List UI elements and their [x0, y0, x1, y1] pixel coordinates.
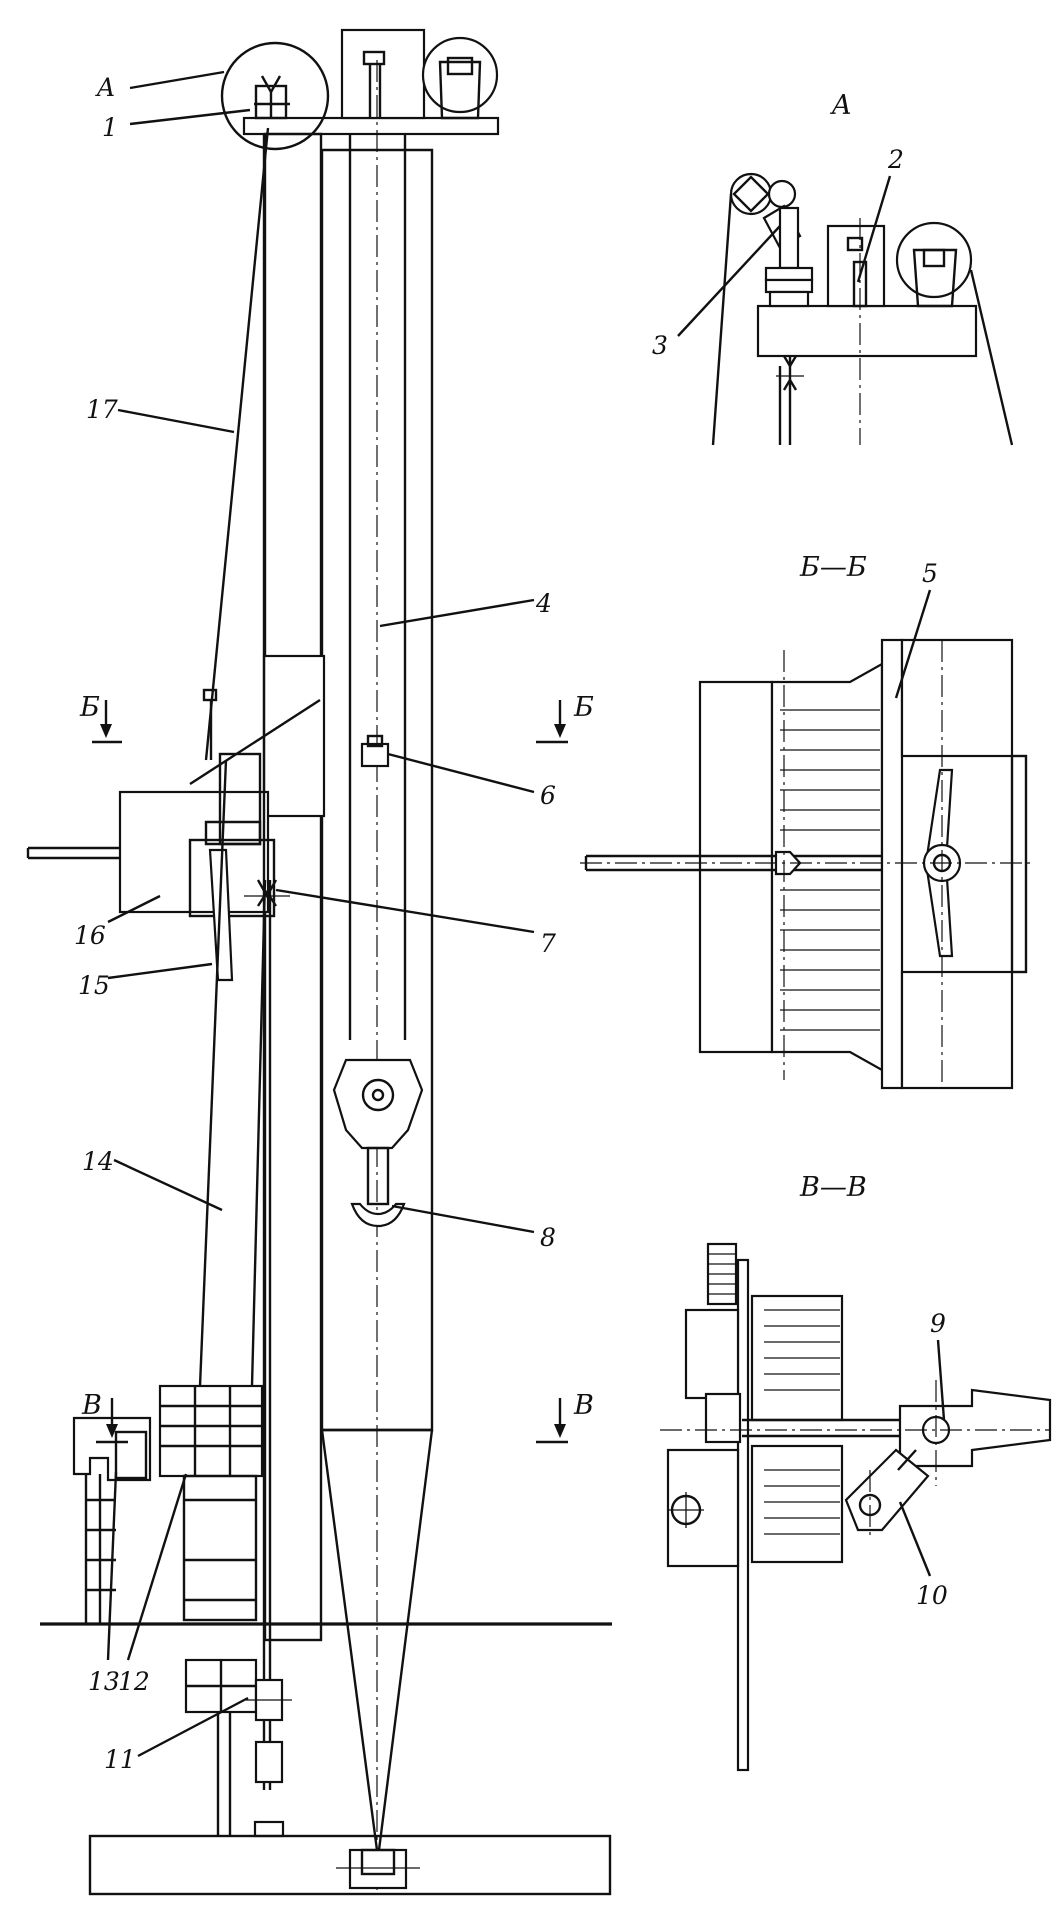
vv-link-10 [844, 1448, 930, 1532]
vv-mark-right: В [573, 1390, 594, 1421]
pile-base [348, 1848, 408, 1890]
label-12: 12 [118, 1667, 150, 1696]
bb-mark-left: Б [79, 692, 100, 723]
hook-icon [350, 1202, 406, 1228]
label-16: 16 [74, 921, 106, 950]
bb-title: Б—Б [799, 552, 867, 583]
pulley-icon [729, 172, 773, 216]
section-arrow-icon [100, 724, 112, 738]
callout-a-label: A [95, 73, 115, 102]
main-view [26, 28, 612, 1896]
label-13: 13 [88, 1667, 120, 1696]
vv-mark-left: В [81, 1390, 102, 1421]
label-7: 7 [540, 929, 556, 958]
bb-fins [780, 709, 880, 1031]
label-14: 14 [82, 1147, 114, 1176]
rope-17 [204, 127, 270, 761]
carriage [262, 654, 326, 818]
label-8: 8 [540, 1223, 556, 1252]
callout-labels: A 1 17 4 Б Б 6 16 7 15 14 8 В В 13 12 11… [74, 73, 948, 1774]
label-5: 5 [922, 559, 938, 588]
section-marks [92, 700, 568, 1444]
vv-title: В—В [799, 1172, 867, 1203]
part-8-shackle [366, 1146, 390, 1206]
rope-14 [198, 759, 228, 1387]
top-motor [340, 28, 426, 120]
hook-block [332, 1058, 424, 1150]
section-vv-view [660, 1242, 1052, 1772]
label-10: 10 [916, 1581, 948, 1610]
view-a-title: A [829, 90, 852, 121]
part-12-winch [158, 1384, 264, 1478]
label-15: 15 [78, 971, 110, 1000]
section-bb-view [580, 638, 1030, 1090]
section-arrow-icon [554, 724, 566, 738]
pulley-icon [361, 1078, 395, 1112]
leader-lines [106, 70, 946, 1758]
section-arrow-icon [106, 1424, 118, 1438]
bb-plate [880, 638, 904, 1090]
detail-a-view [711, 172, 1014, 446]
label-4: 4 [535, 589, 552, 618]
bb-left-housing [698, 680, 774, 1054]
vv-latch [898, 1388, 1052, 1468]
bb-mark-right: Б [573, 692, 594, 723]
label-2: 2 [887, 145, 904, 174]
detail-a-circle [220, 41, 330, 151]
part-15-lever [208, 848, 234, 982]
vv-fins [764, 1309, 840, 1535]
detail-a-platform [756, 304, 978, 358]
label-3: 3 [652, 331, 668, 360]
operator-box [118, 790, 270, 914]
part-6-clamp [360, 742, 390, 768]
part-13-block [72, 1416, 152, 1482]
label-11: 11 [104, 1745, 136, 1774]
top-platform [242, 116, 500, 136]
section-arrow-icon [554, 1424, 566, 1438]
label-17: 17 [86, 395, 118, 424]
label-1: 1 [102, 113, 118, 142]
label-6: 6 [540, 781, 556, 810]
label-9: 9 [930, 1309, 946, 1338]
detail-a-drum [895, 221, 973, 299]
